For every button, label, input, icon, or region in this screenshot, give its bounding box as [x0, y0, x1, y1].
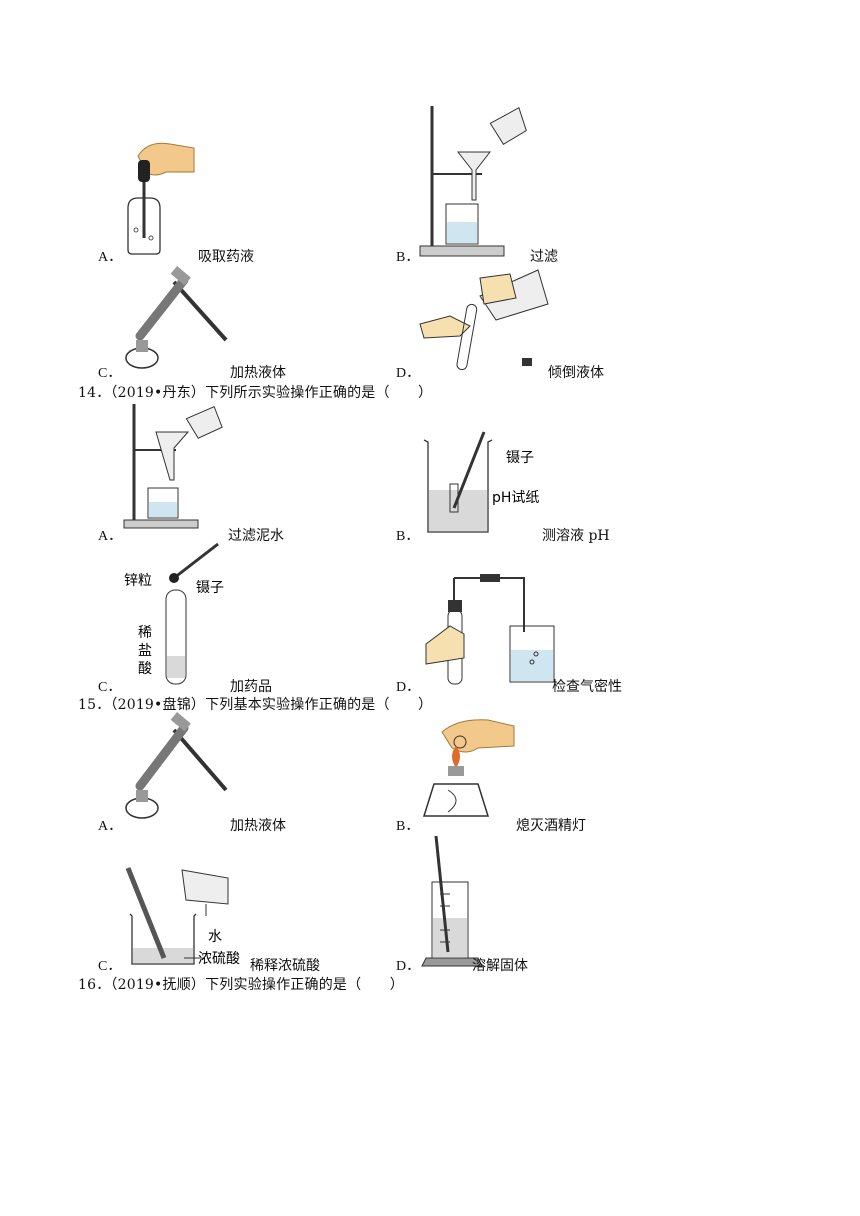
q15-option-a-letter: A． — [98, 819, 123, 834]
acid-label-1: 稀 — [138, 625, 152, 641]
q14-option-d-letter: D． — [396, 680, 421, 695]
q15-option-a-caption: 加热液体 — [230, 818, 286, 834]
dilute-acid-figure — [125, 867, 229, 965]
q15-option-c-caption: 稀释浓硫酸 — [250, 958, 320, 974]
q13-option-a-letter: A． — [98, 250, 123, 265]
acid-label-3: 酸 — [138, 661, 152, 677]
pouring-liquid-figure — [419, 269, 549, 371]
q13-option-a-caption: 吸取药液 — [198, 249, 254, 265]
zinc-label: 锌粒 — [124, 573, 152, 589]
q15-option-b-letter: B． — [396, 819, 420, 834]
q14-option-b-letter: B． — [396, 529, 420, 544]
q14-stem: 14．（2019•丹东）下列所示实验操作正确的是（ ） — [78, 385, 433, 401]
dropper-bottle-figure — [127, 142, 195, 255]
q15-option-b-caption: 熄灭酒精灯 — [516, 818, 586, 834]
alcohol-lamp-figure — [422, 719, 515, 817]
q15-stem: 15．（2019•盘锦）下列基本实验操作正确的是（ ） — [78, 697, 433, 713]
q15-option-d-letter: D． — [396, 959, 421, 974]
tweezers-label: 镊子 — [506, 450, 534, 466]
ph-test-figure — [423, 431, 493, 533]
q15-option-d-caption: 溶解固体 — [472, 958, 528, 974]
q13-option-c-letter: C． — [98, 366, 122, 381]
filtration-figure — [419, 106, 527, 257]
q16-stem: 16．（2019•抚顺）下列实验操作正确的是（ ） — [78, 977, 404, 993]
tweezers2-label: 镊子 — [196, 580, 224, 596]
water-label: 水 — [208, 929, 222, 945]
q13-option-c-caption: 加热液体 — [230, 365, 286, 381]
q13-option-d-caption: 倾倒液体 — [548, 365, 604, 381]
filtration-mud-figure — [123, 404, 223, 529]
heating-tube-figure — [125, 266, 228, 369]
q14-option-a-caption: 过滤泥水 — [228, 528, 284, 544]
heating-tube-figure-2 — [125, 712, 228, 819]
acid-label-2: 盐 — [138, 643, 152, 659]
q14-option-d-caption: 检查气密性 — [552, 679, 622, 695]
q14-option-c-caption: 加药品 — [230, 679, 272, 695]
ph-paper-label: pH试纸 — [492, 490, 540, 506]
q14-option-a-letter: A． — [98, 529, 123, 544]
q13-option-d-letter: D． — [396, 366, 421, 381]
q15-option-c-letter: C． — [98, 959, 122, 974]
acid-label: 浓硫酸 — [198, 951, 240, 967]
airtight-check-figure — [425, 574, 555, 685]
q13-option-b-caption: 过滤 — [530, 249, 558, 265]
q13-option-b-letter: B． — [396, 250, 420, 265]
q14-option-c-letter: C． — [98, 680, 122, 695]
graduated-cylinder-figure — [421, 835, 483, 967]
zinc-tube-figure — [165, 542, 219, 685]
q14-option-b-caption: 测溶液 pH — [542, 528, 610, 544]
